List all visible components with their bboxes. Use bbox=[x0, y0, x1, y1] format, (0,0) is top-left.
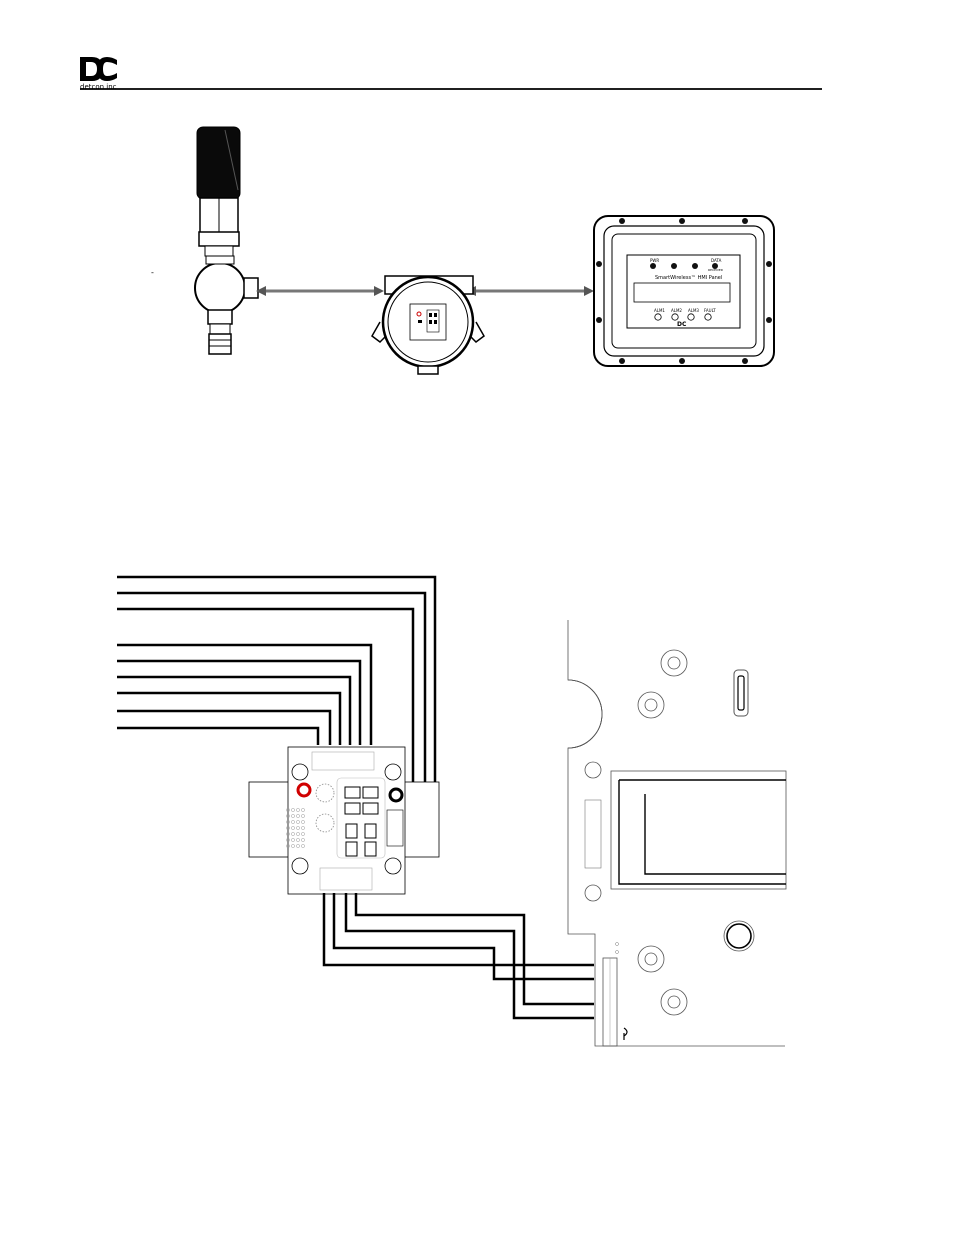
red-terminal-icon bbox=[298, 784, 310, 796]
led-alm2 bbox=[672, 314, 678, 320]
led-fault bbox=[705, 314, 711, 320]
output-wires bbox=[324, 893, 594, 1018]
transmitter-enclosure bbox=[372, 276, 484, 374]
panel-logo-mark: DC bbox=[677, 321, 687, 328]
led-label-data: DATA bbox=[711, 258, 722, 263]
led-alm1 bbox=[655, 314, 661, 320]
led-alm3 bbox=[688, 314, 694, 320]
signal-arrow-right bbox=[466, 286, 594, 296]
led-2 bbox=[671, 263, 677, 269]
alarm-label-1: ALM1 bbox=[654, 308, 665, 313]
alarm-label-3: ALM3 bbox=[688, 308, 699, 313]
panel-title: SmartWireless™ HMI Panel bbox=[655, 275, 722, 281]
signal-arrow-left bbox=[256, 286, 384, 296]
panel-display bbox=[634, 283, 730, 302]
led-pwr bbox=[650, 263, 656, 269]
company-logo: detcon inc bbox=[80, 57, 117, 91]
alarm-label-2: ALM2 bbox=[671, 308, 682, 313]
led-label-pwr: PWR bbox=[650, 258, 659, 263]
black-terminal-icon bbox=[390, 789, 402, 801]
junction-box-icon bbox=[195, 263, 245, 313]
led-data bbox=[712, 263, 718, 269]
header-connector-icon bbox=[585, 800, 601, 868]
antenna-icon bbox=[197, 127, 240, 199]
hmi-panel: PWR DATA RECEIVED SmartWireless™ HMI Pan… bbox=[594, 216, 774, 366]
alarm-label-fault: FAULT bbox=[704, 308, 716, 313]
led-3 bbox=[692, 263, 698, 269]
circuit-board bbox=[568, 620, 786, 1046]
small-mark: - bbox=[151, 268, 154, 277]
terminal-board bbox=[249, 747, 439, 894]
lcd-display bbox=[611, 771, 786, 889]
sensor-assembly: - bbox=[151, 127, 258, 354]
